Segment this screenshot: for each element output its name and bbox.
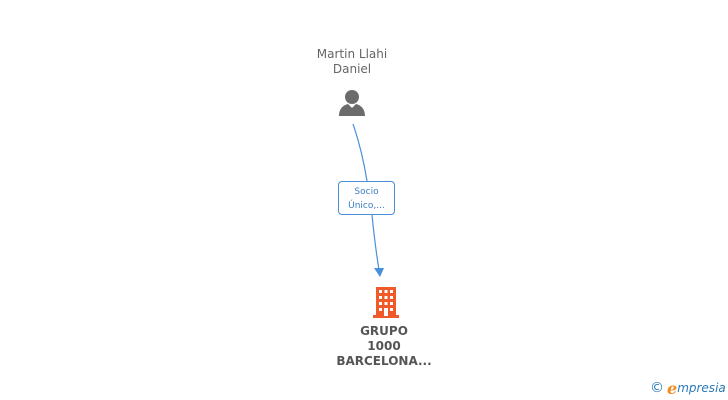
copyright-symbol: ©	[650, 380, 664, 396]
relation-label-line2: Único,...	[348, 201, 385, 211]
person-name-line2: Daniel	[332, 62, 372, 76]
person-icon[interactable]	[337, 88, 367, 118]
building-icon[interactable]	[370, 286, 402, 318]
company-name-line3: BARCELONA...	[336, 354, 432, 368]
company-name-line1: GRUPO	[360, 324, 408, 338]
brand-logo[interactable]: © e mpresia	[650, 378, 726, 398]
connector-arrowhead	[374, 268, 384, 277]
person-name-line1: Martin Llahi	[316, 47, 388, 61]
connector-line-upper	[352, 123, 368, 182]
company-name[interactable]: GRUPO 1000 BARCELONA...	[318, 324, 450, 369]
brand-name: mpresia	[677, 381, 726, 395]
company-name-line2: 1000	[367, 339, 401, 353]
relation-label-line1: Socio	[354, 187, 379, 197]
person-name[interactable]: Martin Llahi Daniel	[300, 47, 404, 77]
relation-label-box[interactable]: Socio Único,...	[338, 181, 395, 215]
brand-e-letter: e	[667, 378, 678, 398]
connector-line-lower	[371, 214, 380, 271]
